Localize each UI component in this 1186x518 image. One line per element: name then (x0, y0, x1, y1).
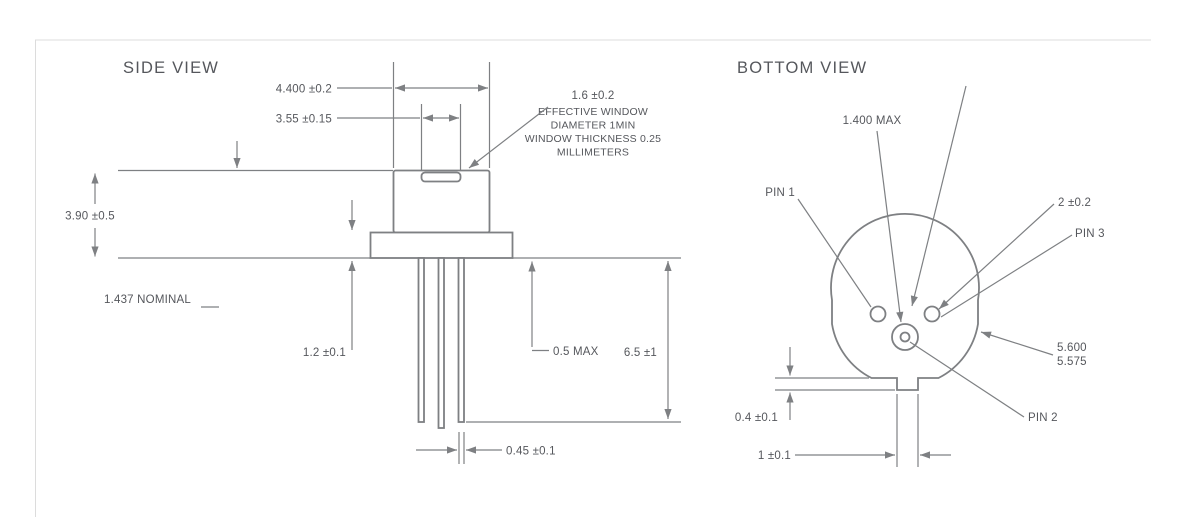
label-pin3: PIN 3 (1075, 228, 1105, 240)
dim-nominal-height: 1.437 NOMINAL (104, 294, 191, 306)
dim-window-height: 1.6 ±0.2 (571, 90, 614, 102)
dim-body-height: 3.90 ±0.5 (65, 211, 115, 223)
bottom-view-flange-outline (830, 212, 980, 391)
side-view-pin-left (417, 257, 425, 423)
label-center-pin-max: 1.400 MAX (843, 115, 902, 127)
window-note-line3: WINDOW THICKNESS 0.25 (525, 133, 661, 145)
window-note-line2: DIAMETER 1MIN (551, 120, 636, 132)
dim-cap-diameter: 4.400 ±0.2 (276, 84, 332, 96)
dim-tab-width: 1 ±0.1 (758, 450, 791, 462)
window-note-line4: MILLIMETERS (557, 147, 629, 159)
label-pin-pitch: 2 ±0.2 (1058, 197, 1091, 209)
leader-line (940, 234, 1073, 318)
leader-line (980, 331, 1054, 356)
side-view-pin-middle (437, 257, 445, 429)
leader-line (938, 203, 1055, 310)
dim-standoff: 0.5 MAX (553, 346, 599, 358)
dim-lead-diameter: 0.45 ±0.1 (506, 446, 556, 458)
leader-line (876, 130, 904, 323)
side-view-pin-right (457, 257, 465, 423)
side-view-window (420, 171, 462, 183)
side-view-title: SIDE VIEW (123, 59, 219, 77)
label-pin1: PIN 1 (765, 187, 795, 199)
leader-line (468, 106, 549, 169)
label-flange-dia-max: 5.600 (1057, 342, 1087, 354)
label-pin2: PIN 2 (1028, 412, 1058, 424)
leader-line (910, 85, 967, 307)
pin-1-circle (869, 305, 887, 323)
leader-line (909, 341, 1025, 418)
label-flange-dia-min: 5.575 (1057, 356, 1087, 368)
side-view-flange (369, 231, 514, 259)
bottom-view-title: BOTTOM VIEW (737, 59, 867, 77)
pin-3-circle (923, 305, 941, 323)
pin-2-inner-circle (899, 331, 911, 343)
dim-lead-length: 6.5 ±1 (624, 347, 657, 359)
dim-flange-thickness: 1.2 ±0.1 (303, 347, 346, 359)
dim-window-diameter: 3.55 ±0.15 (276, 114, 332, 126)
window-note-line1: EFFECTIVE WINDOW (538, 106, 648, 118)
dim-tab-height: 0.4 ±0.1 (735, 412, 778, 424)
leader-line (797, 198, 872, 308)
